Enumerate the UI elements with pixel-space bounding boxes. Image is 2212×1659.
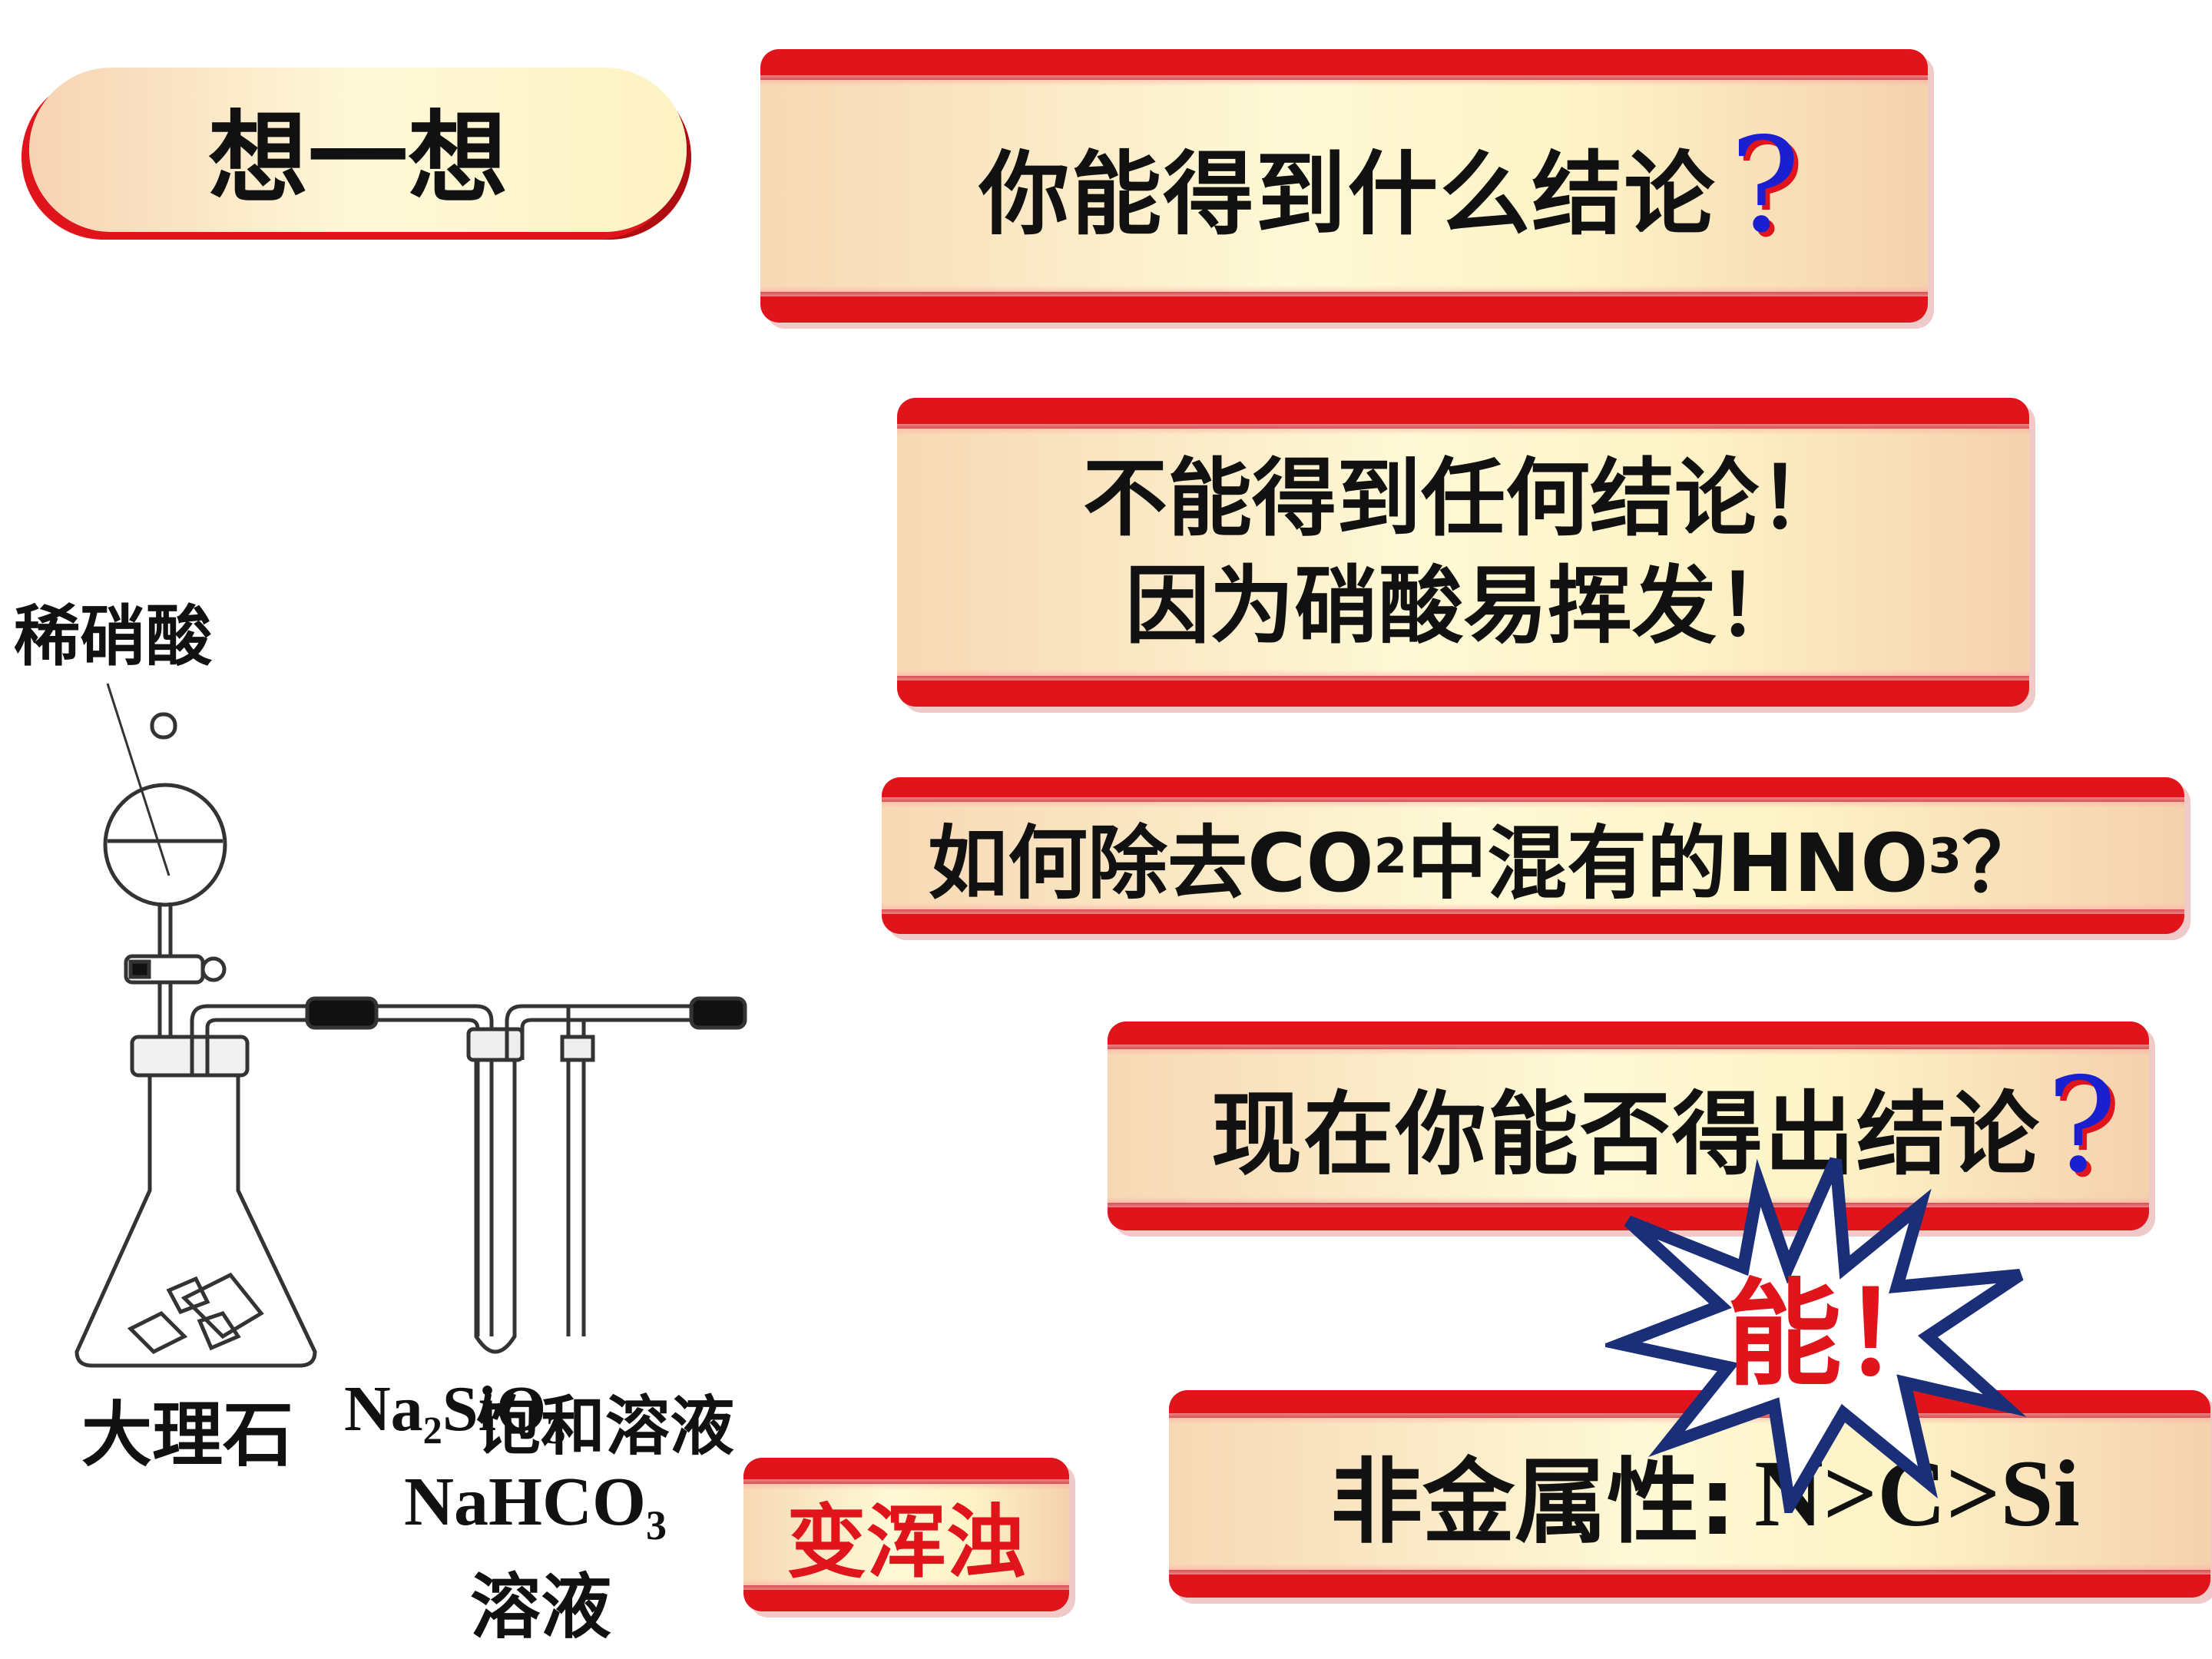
co2-subscript: 2 bbox=[1373, 827, 1408, 884]
na-text: Na bbox=[344, 1373, 423, 1445]
answer-line-2: 因为硝酸易挥发！ bbox=[1125, 557, 1801, 655]
turbid-text: 变浑浊 bbox=[786, 1495, 1026, 1589]
nahco3-label: NaHCO3 bbox=[404, 1462, 667, 1549]
burst-text: 能！ bbox=[1727, 1268, 1958, 1402]
acid-label: 稀硝酸 bbox=[14, 598, 212, 675]
turbid-banner: 变浑浊 bbox=[743, 1458, 1069, 1611]
nahco3-solution-label: 溶液 bbox=[470, 1566, 612, 1648]
now-question-banner: 现在你能否得出结论 ? bbox=[1108, 1022, 2149, 1230]
answer-banner: 不能得到任何结论！ 因为硝酸易挥发！ bbox=[897, 398, 2029, 707]
na-subscript: 2 bbox=[422, 1409, 442, 1452]
hno3-subscript: 3 bbox=[1928, 827, 1962, 884]
apparatus-diagram bbox=[75, 683, 747, 1368]
remove-text-post: ？ bbox=[1962, 816, 2042, 910]
saturated-solution-label: 饱和溶液 bbox=[476, 1389, 735, 1464]
marble-label: 大理石 bbox=[81, 1394, 294, 1476]
sio-text: SiO bbox=[442, 1373, 547, 1445]
answer-line-1: 不能得到任何结论！ bbox=[1083, 449, 1843, 548]
nahco3-text: NaHCO bbox=[404, 1464, 646, 1540]
conclusion-prefix: 非金属性: bbox=[1330, 1449, 1737, 1556]
remove-text-mid: 中混有的HNO bbox=[1407, 816, 1929, 910]
question-mark-icon: ? bbox=[1730, 110, 1802, 262]
nahco3-subscript: 3 bbox=[646, 1502, 667, 1548]
sio-subscript: 3 bbox=[546, 1409, 566, 1452]
question-banner: 你能得到什么结论 ? bbox=[760, 49, 1928, 323]
question-text: 你能得到什么结论 bbox=[979, 141, 1717, 247]
now-question-mark-icon: ? bbox=[2046, 1050, 2118, 1202]
remove-text-pre: 如何除去CO bbox=[928, 816, 1374, 910]
sodium-silicate-label: Na2SiO3 bbox=[344, 1372, 565, 1453]
title-pill: 想一想 bbox=[29, 68, 687, 232]
now-text: 现在你能否得出结论 bbox=[1210, 1081, 2041, 1187]
burst-star-icon bbox=[1605, 1157, 2027, 1513]
